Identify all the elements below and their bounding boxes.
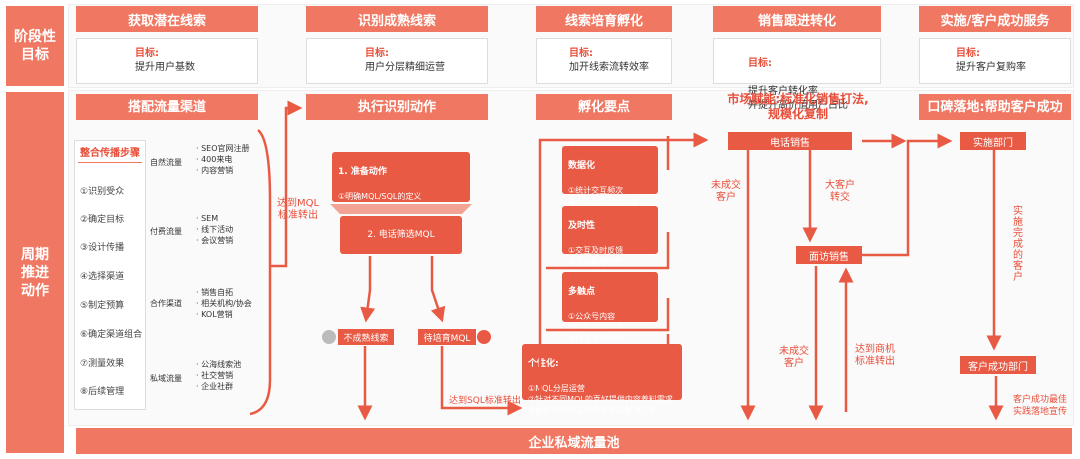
channel-name: 合作渠道 [150, 299, 182, 308]
stage-goal-4: 目标: 提升客户转化率 并提升高价值用户占比 [713, 38, 881, 111]
step-item: ②确定目标 [80, 215, 125, 225]
incubate-personal: 个性化: ①MQL分层运营 ②针对不同MQL的喜好提供内容养料需求 ③根据不同M… [522, 344, 682, 415]
subhead-service: 口碑落地:帮助客户成功 [919, 94, 1071, 120]
sql-label: 达到SQL标准转出 [449, 396, 521, 406]
not-deal-label-2: 未成交 客户 [779, 346, 809, 369]
stage-title-2: 识别成熟线索 [306, 6, 488, 32]
stage-title-3: 线索培育孵化 [536, 6, 672, 32]
subhead-channels: 搭配流量渠道 [76, 94, 258, 120]
nurture-mql-box: 待培育MQL [418, 329, 476, 345]
goal-label: 目标: [135, 48, 159, 59]
mql-label: 达到MQL 标准转出 [276, 198, 320, 221]
incubate-touch-title: 多触点 [568, 287, 596, 297]
incubate-timely: 及时性 ①交互及时反馈 ②咨询极速响应 ③灵活推进 [562, 206, 658, 277]
stage-goal-3: 目标: 加开线索流转效率 [536, 38, 672, 84]
user-icon-left [322, 330, 336, 344]
step-item: ⑦测量效果 [80, 359, 125, 369]
stage-goal-5: 目标: 提升客户复购率 [919, 38, 1071, 84]
goal-label: 目标: [956, 48, 980, 59]
step-item: ④选择渠道 [80, 272, 125, 282]
channel-name: 自然流量 [150, 158, 182, 167]
identify-step-2: 2. 电话筛选MQL [340, 216, 462, 254]
footer-pool: 企业私域流量池 [76, 428, 1072, 454]
channel-items: · 公海线索池 · 社交营销 · 企业社群 [196, 360, 242, 391]
identify-step-1-title: 1. 准备动作 [338, 167, 387, 177]
step-item: ⑤制定预算 [80, 301, 125, 311]
phone-sales-box: 电话销售 [728, 132, 852, 150]
incubate-timely-title: 及时性 [568, 221, 596, 231]
subhead-identify: 执行识别动作 [306, 94, 488, 120]
channel-items: · SEM · 线下活动 · 会议营销 [196, 214, 234, 245]
goal-label: 目标: [365, 48, 389, 59]
channel-name: 私域流量 [150, 374, 182, 383]
step-item: ③设计传播 [80, 243, 125, 253]
goal-text: 用户分层精细运营 [365, 62, 445, 73]
not-deal-label-1: 未成交 客户 [711, 180, 741, 203]
stage-title-1: 获取潜在线索 [76, 6, 258, 32]
step-item: ①识别受众 [80, 187, 125, 197]
channel-items: · SEO官网注册 · 400来电 · 内容营销 [196, 144, 250, 175]
subhead-incubate: 孵化要点 [536, 94, 672, 120]
incubate-personal-items: ①MQL分层运营 ②针对不同MQL的喜好提供内容养料需求 ③根据不同MQL的需求… [528, 384, 673, 415]
goal-label: 目标: [748, 58, 772, 69]
goal-label: 目标: [569, 48, 593, 59]
integration-steps-title: 整合传播步骤 [80, 148, 140, 159]
stage-goal-1: 目标: 提升用户基数 [76, 38, 258, 84]
incubate-data-title: 数据化 [568, 161, 596, 171]
stage-goal-2: 目标: 用户分层精细运营 [306, 38, 488, 84]
step-item: ⑥确定渠道组合 [80, 330, 143, 340]
goal-text: 提升用户基数 [135, 62, 195, 73]
incubate-touch-items: ①公众号内容 ②社群互动交流 ③线下专题活动 [568, 312, 624, 343]
big-client-label: 大客户 转交 [825, 180, 855, 203]
goal-text: 提升客户复购率 [956, 62, 1026, 73]
stage-title-4: 销售跟进转化 [713, 6, 881, 32]
integration-steps-box [74, 140, 146, 410]
channel-items: · 销售自拓 · 相关机构/协会 · KOL营销 [196, 288, 252, 319]
goal-text: 加开线索流转效率 [569, 62, 649, 73]
cs-label: 客户成功最佳 实践落地宣传 [1012, 395, 1067, 417]
visit-sales-box: 面访销售 [796, 246, 862, 264]
step-item: ⑧后续管理 [80, 387, 125, 397]
channel-name: 付费流量 [150, 227, 182, 236]
subhead-sales: 市场赋能:标准化销售打法, 规模化复制 [727, 92, 869, 121]
side-label-stage-goal: 阶段性 目标 [6, 6, 64, 86]
steps-divider [78, 162, 142, 163]
stage-title-5: 实施/客户成功服务 [919, 6, 1071, 32]
funnel-shape [330, 204, 472, 214]
immature-lead-box: 不成熟线索 [338, 329, 394, 345]
user-icon-right [477, 330, 491, 344]
cs-dept-box: 客户成功部门 [960, 356, 1036, 374]
incubate-personal-title: 个性化: [528, 359, 559, 369]
impl-dept-box: 实施部门 [960, 132, 1026, 150]
side-label-cycle: 周期 推进 动作 [6, 92, 64, 453]
goal-text: 提升客户转化率 并提升高价值用户占比 [748, 86, 848, 111]
incubate-touch: 多触点 ①公众号内容 ②社群互动交流 ③线下专题活动 [562, 272, 658, 343]
impl-done-label: 实施完成的客户 [1013, 206, 1023, 283]
biz-label: 达到商机 标准转出 [855, 344, 895, 367]
